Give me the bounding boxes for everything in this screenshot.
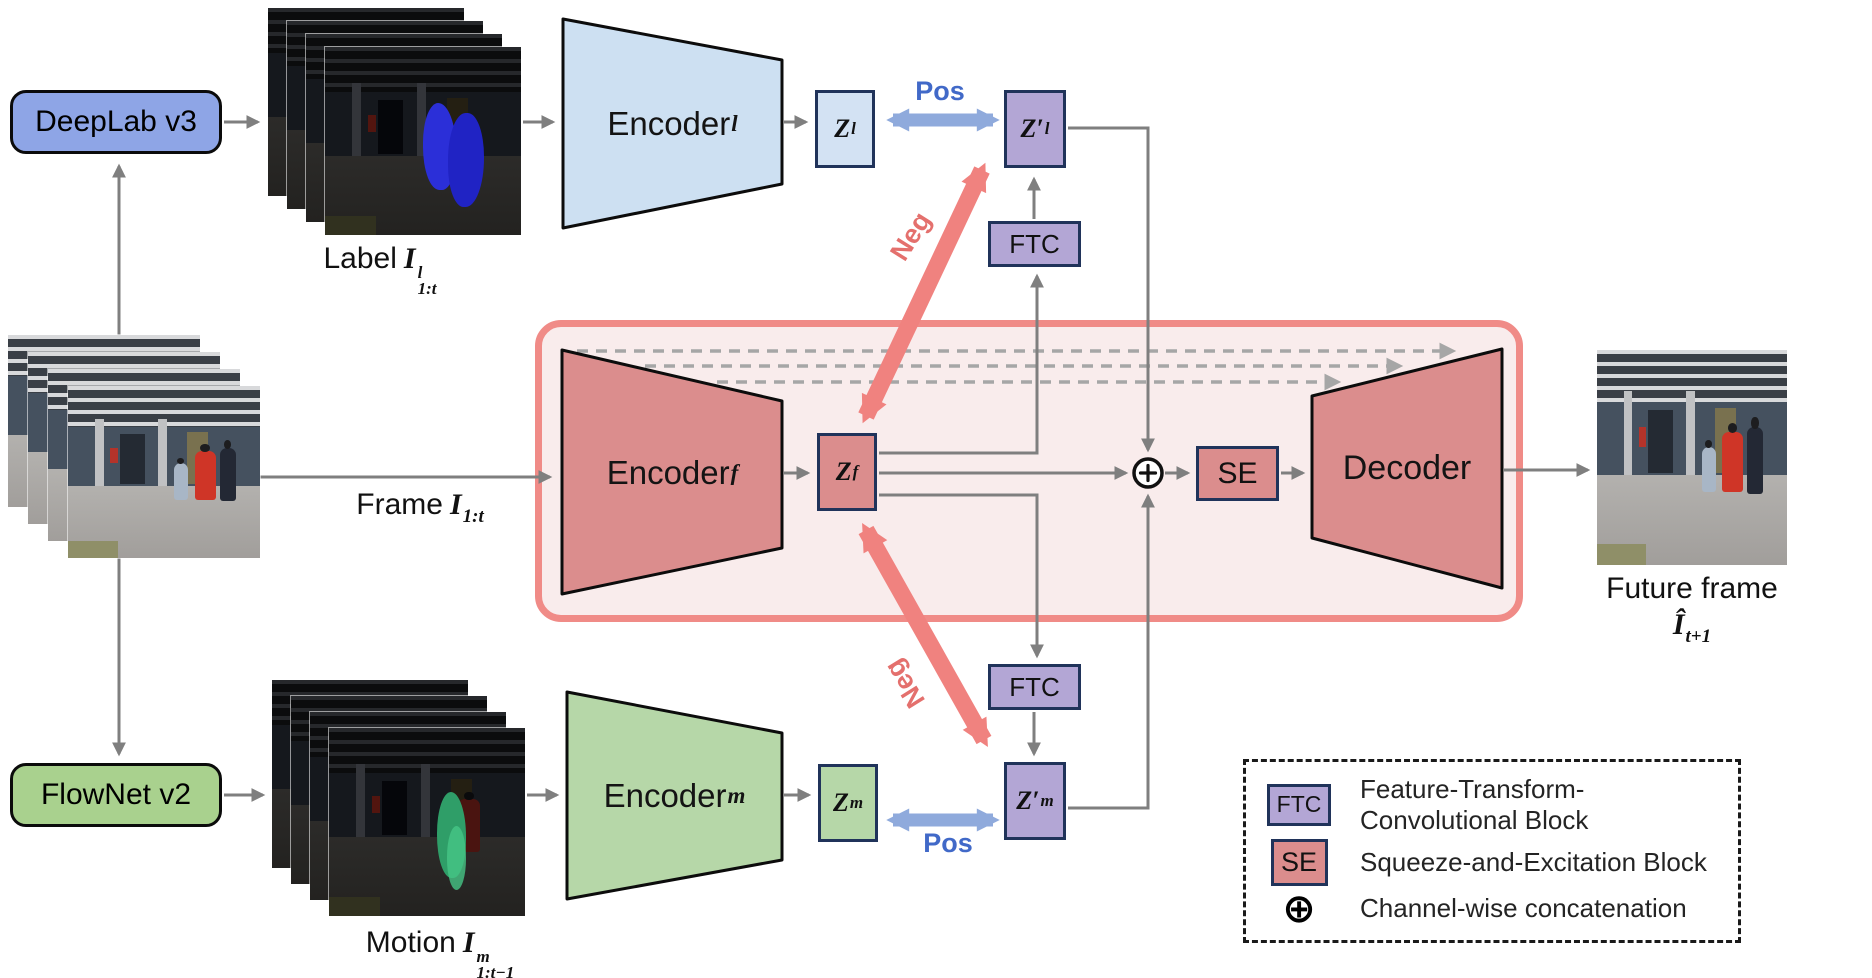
future-frame-caption: Future frame Ît+1 [1606,572,1778,647]
ftc-legend-text: Feature-Transform-Convolutional Block [1360,773,1589,835]
motion-image-stack [272,680,525,916]
pos-label-top: Pos [915,76,965,106]
neg-arrow-bottom [858,523,992,747]
decoder-label: Decoder [1342,449,1472,487]
label-frame-front [325,47,521,235]
z-l-prime-box: Z′l [1004,90,1066,168]
optical-flow-blob [446,825,467,890]
concat-legend-icon: ⊕ [1282,885,1316,932]
deeplab-label: DeepLab v3 [35,105,197,138]
ftc-bottom-box: FTC [988,664,1081,710]
future-frame-image [1597,350,1787,565]
legend-row-se: SE Squeeze-and-Excitation Block [1262,838,1722,886]
concat-icon [1132,457,1164,489]
legend: FTC Feature-Transform-Convolutional Bloc… [1243,759,1741,943]
legend-row-concat: ⊕ Channel-wise concatenation [1262,889,1722,929]
z-m-prime-box: Z′m [1004,762,1066,840]
encoder-m-shape [565,690,784,901]
edge-zl-prime-to-concat [1068,126,1155,453]
edge-zf-to-ftc-bottom [879,493,1044,659]
input-frame-stack [8,335,260,558]
se-legend-icon: SE [1270,838,1328,886]
pos-label-bottom: Pos [923,828,973,858]
flownet-label: FlowNet v2 [40,778,192,811]
flownet-node: FlowNet v2 [10,763,222,827]
se-legend-text: Squeeze-and-Excitation Block [1360,846,1707,877]
ftc-top-box: FTC [988,221,1081,267]
legend-row-ftc: FTC Feature-Transform-Convolutional Bloc… [1262,774,1722,836]
motion-frame-front [329,728,525,916]
segmentation-blob [448,112,484,207]
input-frame-front [68,386,260,558]
neg-arrow-top [858,162,990,424]
edge-zf-to-ftc-top [879,273,1044,455]
deeplab-node: DeepLab v3 [10,90,222,154]
decoder-shape [1310,347,1504,590]
encoder-l-shape [561,17,784,230]
ftc-legend-icon: FTC [1267,783,1331,826]
encoder-f-shape [560,348,784,596]
concat-legend-text: Channel-wise concatenation [1360,893,1687,923]
label-image-stack [268,8,521,235]
edge-zm-prime-to-concat [1068,493,1155,810]
se-box: SE [1196,446,1279,501]
